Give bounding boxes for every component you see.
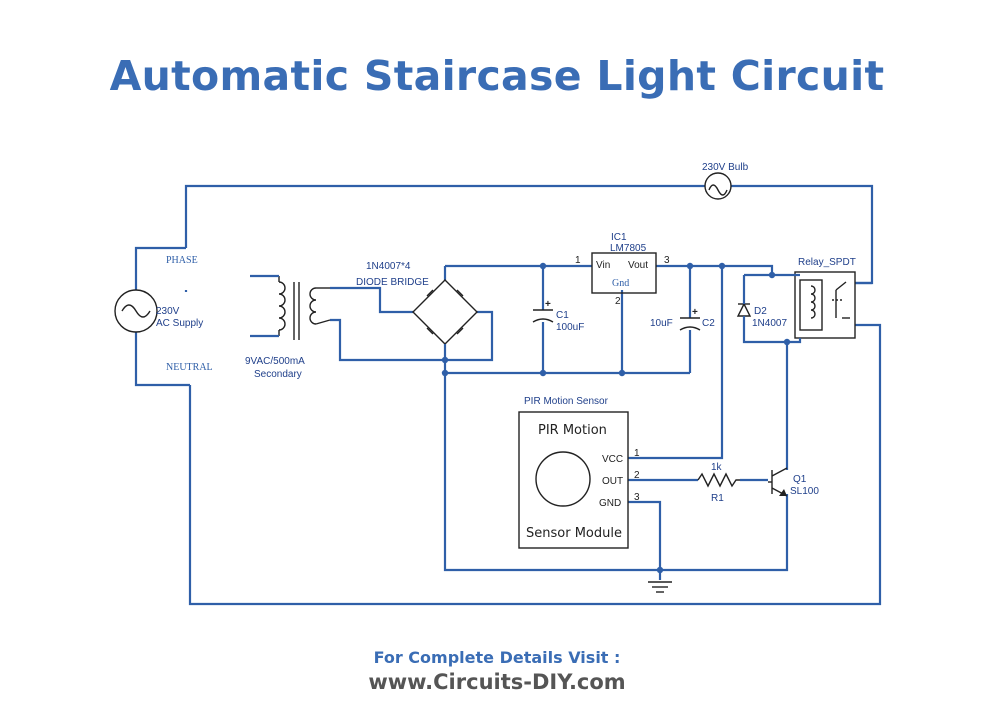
pir-pin1: 1 bbox=[634, 448, 640, 459]
pir-vcc-label: VCC bbox=[602, 454, 623, 465]
pir-gnd-label: GND bbox=[599, 498, 621, 509]
phase-label: PHASE bbox=[166, 255, 198, 266]
ic1-part-label: LM7805 bbox=[610, 243, 647, 254]
vout-label: Vout bbox=[628, 260, 648, 271]
q1-label: Q1 bbox=[793, 474, 807, 485]
transistor-q1: Q1 SL100 bbox=[768, 467, 819, 497]
diode-bridge: 1N4007*4 DIODE BRIDGE bbox=[356, 261, 478, 355]
r1-label: R1 bbox=[711, 493, 724, 504]
bulb-label: 230V Bulb bbox=[702, 162, 749, 173]
transformer: 9VAC/500mA Secondary bbox=[184, 274, 331, 380]
pin2-label: 2 bbox=[615, 296, 621, 307]
r1-value-label: 1k bbox=[711, 462, 723, 473]
c2-value-label: 10uF bbox=[650, 318, 673, 329]
pir-sensor: PIR Motion Sensor PIR Motion Sensor Modu… bbox=[518, 396, 640, 549]
c1-label: C1 bbox=[556, 310, 569, 321]
pir-pin3: 3 bbox=[634, 492, 640, 503]
bridge-part-label: 1N4007*4 bbox=[366, 261, 411, 272]
c2-label: C2 bbox=[702, 318, 715, 329]
pin1-label: 1 bbox=[575, 255, 581, 266]
svg-text:+: + bbox=[692, 307, 698, 318]
pir-title: PIR Motion bbox=[538, 423, 607, 438]
neutral-label: NEUTRAL bbox=[166, 362, 213, 373]
capacitor-c1: + C1 100uF bbox=[532, 299, 584, 333]
capacitor-c2: + C2 10uF bbox=[650, 307, 715, 331]
pir-pin2: 2 bbox=[634, 470, 640, 481]
page-title: Automatic Staircase Light Circuit bbox=[109, 52, 885, 100]
pir-caption: PIR Motion Sensor bbox=[524, 396, 609, 407]
bulb-lamp: 230V Bulb bbox=[702, 162, 749, 200]
d2-part-label: 1N4007 bbox=[752, 318, 787, 329]
wires bbox=[134, 184, 882, 606]
footer-website-link[interactable]: www.Circuits-DIY.com bbox=[368, 670, 626, 694]
pir-out-label: OUT bbox=[602, 476, 623, 487]
ac-supply-label: AC Supply bbox=[156, 318, 203, 329]
svg-text:+: + bbox=[545, 299, 551, 310]
q1-part-label: SL100 bbox=[790, 486, 819, 497]
regulator-ic1: IC1 LM7805 Vin Vout Gnd 1 3 2 bbox=[575, 232, 670, 307]
relay-label: Relay_SPDT bbox=[798, 257, 856, 268]
gnd-label: Gnd bbox=[612, 278, 629, 289]
transformer-secondary-label: Secondary bbox=[254, 369, 302, 380]
ground-symbol bbox=[648, 581, 672, 593]
pin3-label: 3 bbox=[664, 255, 670, 266]
transformer-rating-label: 9VAC/500mA bbox=[245, 356, 305, 367]
ac-voltage-label: 230V bbox=[156, 306, 180, 317]
footer-visit-text: For Complete Details Visit : bbox=[373, 648, 621, 667]
diode-d2: D2 1N4007 bbox=[736, 296, 787, 329]
resistor-r1: 1k R1 bbox=[697, 462, 740, 504]
c1-value-label: 100uF bbox=[556, 322, 584, 333]
d2-label: D2 bbox=[754, 306, 767, 317]
ic1-label: IC1 bbox=[611, 232, 627, 243]
bridge-name-label: DIODE BRIDGE bbox=[356, 277, 429, 288]
relay-spdt: Relay_SPDT bbox=[790, 257, 856, 344]
vin-label: Vin bbox=[596, 260, 610, 271]
pir-subtitle: Sensor Module bbox=[526, 526, 622, 541]
junctions bbox=[441, 262, 791, 574]
ac-source: 230V AC Supply bbox=[114, 289, 203, 333]
